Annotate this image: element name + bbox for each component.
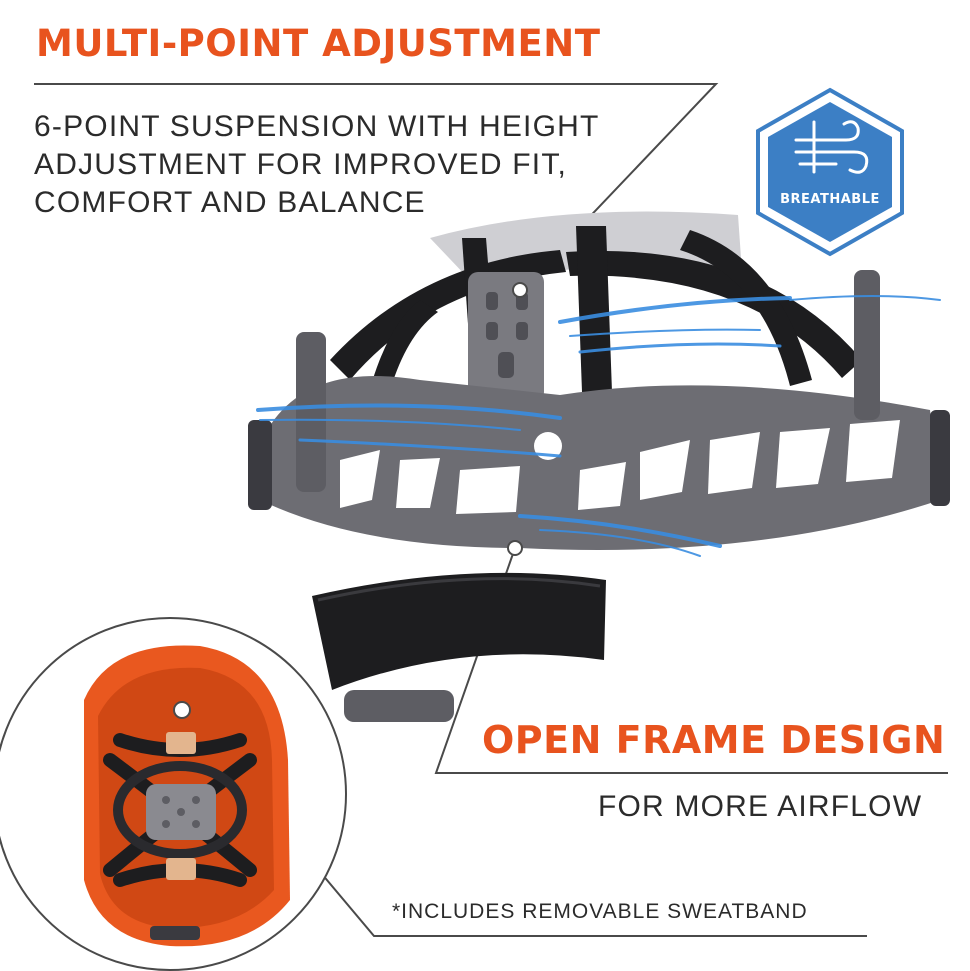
feature-description-airflow: FOR MORE AIRFLOW — [598, 790, 923, 823]
feature-title-open-frame: OPEN FRAME DESIGN — [482, 718, 946, 762]
feature-description-suspension: 6-POINT SUSPENSION WITH HEIGHT ADJUSTMEN… — [34, 108, 600, 222]
suspension-image — [248, 211, 950, 722]
feature-title-multipoint: MULTI-POINT ADJUSTMENT — [36, 22, 601, 65]
adjustment-plate — [468, 272, 544, 402]
wind-icon — [794, 120, 869, 174]
description-line: COMFORT AND BALANCE — [34, 186, 426, 219]
airflow-lines — [256, 295, 941, 557]
helmet-inset — [0, 617, 347, 971]
footnote-sweatband: *INCLUDES REMOVABLE SWEATBAND — [392, 900, 808, 923]
badge-label: BREATHABLE — [780, 192, 880, 207]
description-line: 6-POINT SUSPENSION WITH HEIGHT — [34, 110, 600, 143]
breathable-badge — [756, 87, 904, 257]
description-line: ADJUSTMENT FOR IMPROVED FIT, — [34, 148, 568, 181]
